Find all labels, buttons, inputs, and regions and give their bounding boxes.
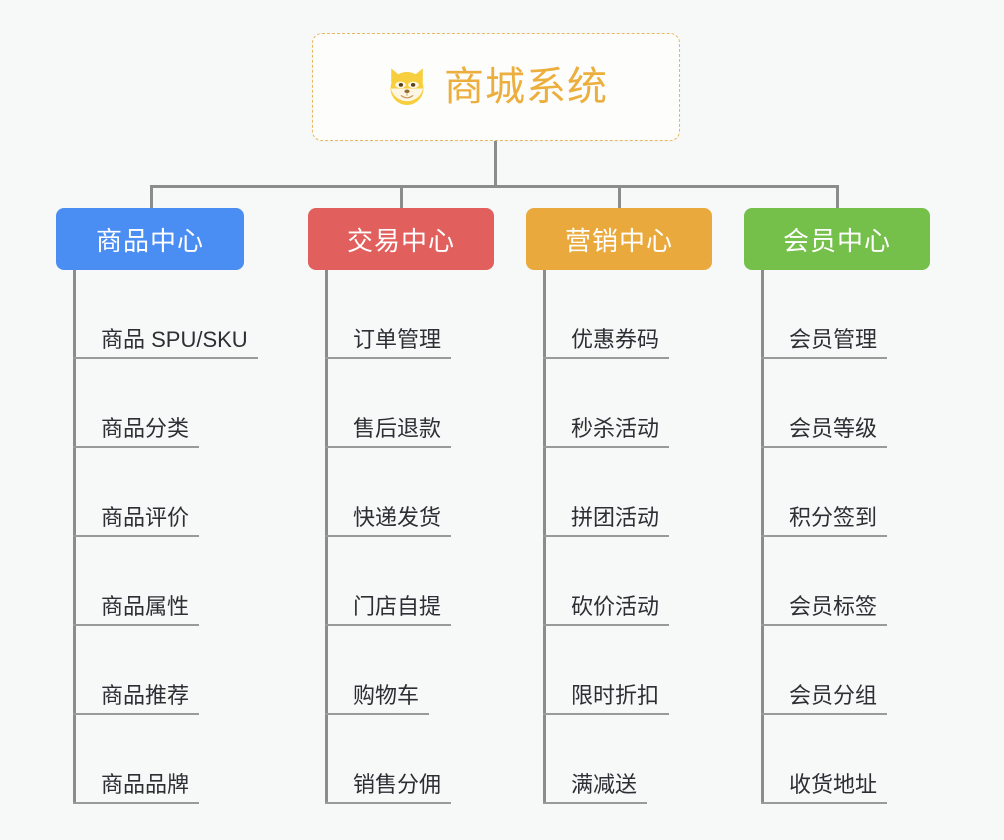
leaf-spine-4	[761, 270, 764, 804]
leaf-item[interactable]: 会员分组	[761, 626, 930, 715]
leaf-label: 商品分类	[73, 416, 200, 448]
branch-header-1[interactable]: 商品中心	[56, 208, 244, 270]
leaf-item[interactable]: 收货地址	[761, 715, 930, 804]
leaf-label: 收货地址	[761, 772, 888, 804]
leaf-item[interactable]: 购物车	[325, 626, 494, 715]
leaf-item[interactable]: 拼团活动	[543, 448, 712, 537]
leaf-label: 门店自提	[325, 594, 452, 626]
branch-header-2[interactable]: 交易中心	[308, 208, 494, 270]
leaf-spine-3	[543, 270, 546, 804]
leaf-item[interactable]: 商品品牌	[73, 715, 244, 804]
leaf-item[interactable]: 商品评价	[73, 448, 244, 537]
leaf-item[interactable]: 售后退款	[325, 359, 494, 448]
leaf-label: 订单管理	[325, 327, 452, 359]
leaf-spine-1	[73, 270, 76, 804]
shiba-dog-face-icon	[384, 64, 430, 110]
leaf-spine-2	[325, 270, 328, 804]
leaf-stack-4: 会员管理 会员等级 积分签到 会员标签 会员分组 收货地址	[744, 270, 930, 804]
connector-drop-3	[618, 185, 621, 209]
leaf-item[interactable]: 积分签到	[761, 448, 930, 537]
leaf-label: 会员分组	[761, 683, 888, 715]
leaf-item[interactable]: 订单管理	[325, 270, 494, 359]
branch-header-4[interactable]: 会员中心	[744, 208, 930, 270]
leaf-label: 砍价活动	[543, 594, 670, 626]
leaf-item[interactable]: 砍价活动	[543, 537, 712, 626]
root-title: 商城系统	[444, 65, 608, 109]
leaf-item[interactable]: 快递发货	[325, 448, 494, 537]
leaf-label: 限时折扣	[543, 683, 670, 715]
leaf-label: 拼团活动	[543, 505, 670, 537]
branch-column-2: 交易中心 订单管理 售后退款 快递发货 门店自提 购物车 销售分佣	[308, 208, 494, 804]
leaf-label: 购物车	[325, 683, 430, 715]
leaf-label: 快递发货	[325, 505, 452, 537]
leaf-stack-1: 商品 SPU/SKU 商品分类 商品评价 商品属性 商品推荐 商品品牌	[56, 270, 258, 804]
branch-column-4: 会员中心 会员管理 会员等级 积分签到 会员标签 会员分组 收货地址	[744, 208, 930, 804]
leaf-item[interactable]: 商品 SPU/SKU	[73, 270, 258, 359]
leaf-item[interactable]: 商品属性	[73, 537, 244, 626]
branch-column-3: 营销中心 优惠券码 秒杀活动 拼团活动 砍价活动 限时折扣 满减送	[526, 208, 712, 804]
leaf-stack-3: 优惠券码 秒杀活动 拼团活动 砍价活动 限时折扣 满减送	[526, 270, 712, 804]
leaf-item[interactable]: 优惠券码	[543, 270, 712, 359]
leaf-item[interactable]: 商品推荐	[73, 626, 244, 715]
leaf-item[interactable]: 会员管理	[761, 270, 930, 359]
connector-root-vertical	[494, 141, 497, 187]
leaf-label: 商品 SPU/SKU	[73, 327, 258, 359]
leaf-label: 会员等级	[761, 416, 888, 448]
leaf-label: 商品评价	[73, 505, 200, 537]
leaf-label: 会员标签	[761, 594, 888, 626]
leaf-item[interactable]: 满减送	[543, 715, 712, 804]
leaf-label: 秒杀活动	[543, 416, 670, 448]
branch-header-label: 交易中心	[346, 225, 455, 256]
connector-drop-4	[836, 185, 839, 209]
leaf-label: 积分签到	[761, 505, 888, 537]
leaf-label: 满减送	[543, 772, 648, 804]
leaf-label: 商品推荐	[73, 683, 200, 715]
connector-drop-1	[150, 185, 153, 209]
leaf-label: 销售分佣	[325, 772, 452, 804]
leaf-item[interactable]: 会员标签	[761, 537, 930, 626]
connector-drop-2	[400, 185, 403, 209]
leaf-label: 优惠券码	[543, 327, 670, 359]
leaf-item[interactable]: 会员等级	[761, 359, 930, 448]
leaf-label: 商品属性	[73, 594, 200, 626]
leaf-item[interactable]: 门店自提	[325, 537, 494, 626]
branch-header-label: 营销中心	[564, 225, 673, 256]
leaf-item[interactable]: 限时折扣	[543, 626, 712, 715]
connector-horizontal-bus	[150, 185, 839, 188]
branch-header-3[interactable]: 营销中心	[526, 208, 712, 270]
leaf-item[interactable]: 商品分类	[73, 359, 244, 448]
leaf-item[interactable]: 销售分佣	[325, 715, 494, 804]
branch-column-1: 商品中心 商品 SPU/SKU 商品分类 商品评价 商品属性 商品推荐 商品品牌	[56, 208, 258, 804]
leaf-label: 售后退款	[325, 416, 452, 448]
leaf-stack-2: 订单管理 售后退款 快递发货 门店自提 购物车 销售分佣	[308, 270, 494, 804]
branch-header-label: 商品中心	[95, 225, 204, 256]
branch-header-label: 会员中心	[782, 225, 891, 256]
root-node[interactable]: 商城系统	[312, 33, 680, 141]
leaf-label: 商品品牌	[73, 772, 200, 804]
leaf-label: 会员管理	[761, 327, 888, 359]
leaf-item[interactable]: 秒杀活动	[543, 359, 712, 448]
